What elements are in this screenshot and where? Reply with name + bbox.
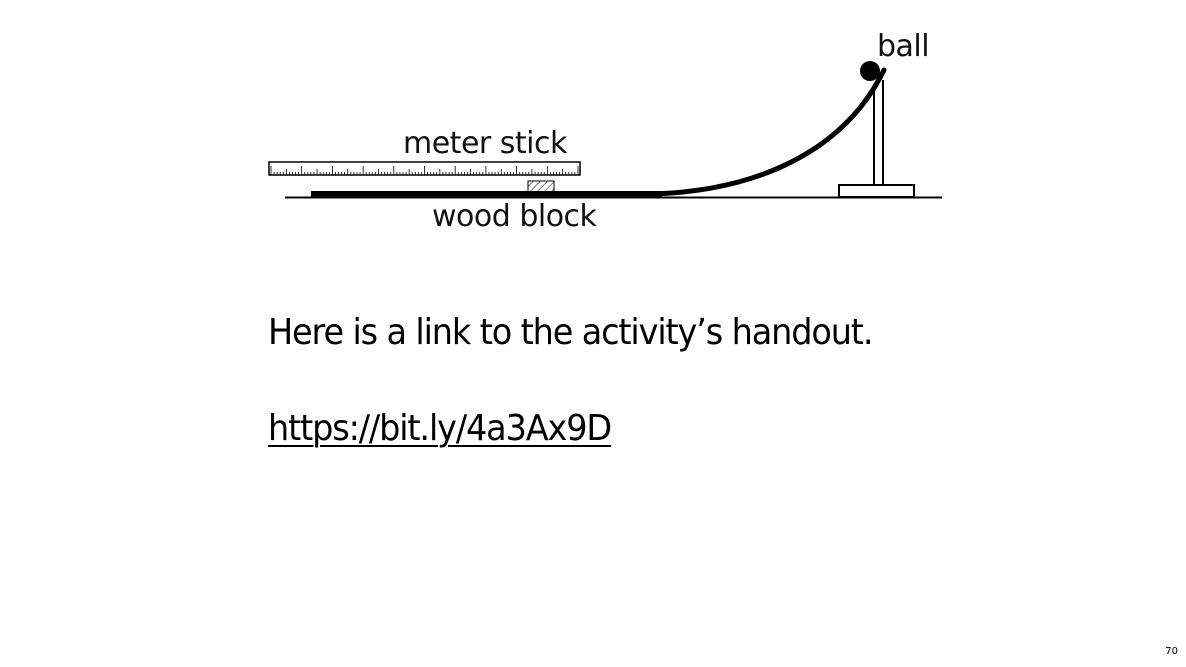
handout-text: Here is a link to the activity’s handout… xyxy=(268,312,873,353)
handout-link[interactable]: https://bit.ly/4a3Ax9D xyxy=(268,408,612,449)
meter-stick-label: meter stick xyxy=(403,126,568,161)
meter-stick-ticks xyxy=(270,166,579,175)
ball xyxy=(860,61,880,81)
curved-ramp xyxy=(652,67,887,197)
ramp-diagram: ball meter stick wood block xyxy=(268,29,942,234)
ramp-stand xyxy=(838,80,915,198)
wood-block-label: wood block xyxy=(432,199,598,234)
wood-block xyxy=(527,180,555,194)
meter-stick xyxy=(268,161,581,176)
ball-label: ball xyxy=(877,29,929,64)
slide-number: 70 xyxy=(1165,646,1178,657)
